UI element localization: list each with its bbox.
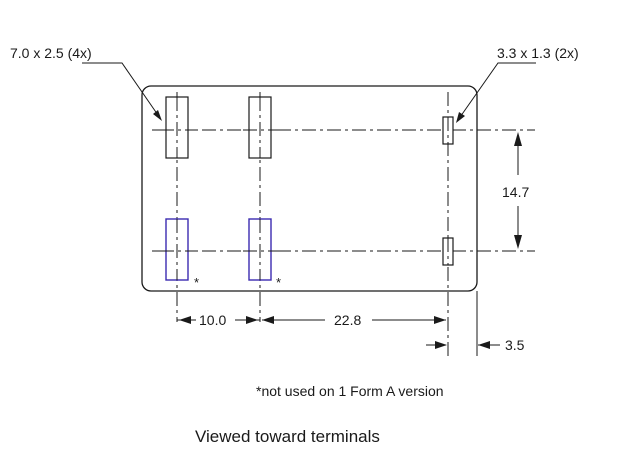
label-dim-spacing-1: 10.0 <box>199 312 226 328</box>
label-dim-offset: 3.5 <box>505 337 525 353</box>
leader-rect-pins-arrowhead <box>153 110 162 121</box>
label-dim-vertical: 14.7 <box>502 184 529 200</box>
asterisk-pin-left: * <box>194 275 199 290</box>
dim-22-arrow-right <box>434 316 446 324</box>
label-square-pins: 3.3 x 1.3 (2x) <box>497 45 579 61</box>
caption: Viewed toward terminals <box>195 427 380 446</box>
leader-rect-pins <box>82 62 161 119</box>
dim-22-arrow-left <box>262 316 274 324</box>
dim-10-arrow-left <box>179 316 191 324</box>
leader-square-pins-arrowhead <box>456 112 465 123</box>
dim-vertical-arrow-top <box>514 132 522 146</box>
asterisk-pin-middle: * <box>276 275 281 290</box>
dim-3-5-arrow-left <box>435 341 447 349</box>
dim-vertical-arrow-bottom <box>514 235 522 249</box>
dim-10-arrow-right <box>246 316 258 324</box>
relay-body-outline <box>141 85 478 292</box>
label-rect-pins: 7.0 x 2.5 (4x) <box>10 45 92 61</box>
leader-square-pins <box>457 62 536 121</box>
footnote: *not used on 1 Form A version <box>256 383 444 399</box>
dim-3-5-arrow-right <box>478 341 490 349</box>
label-dim-spacing-2: 22.8 <box>334 312 361 328</box>
